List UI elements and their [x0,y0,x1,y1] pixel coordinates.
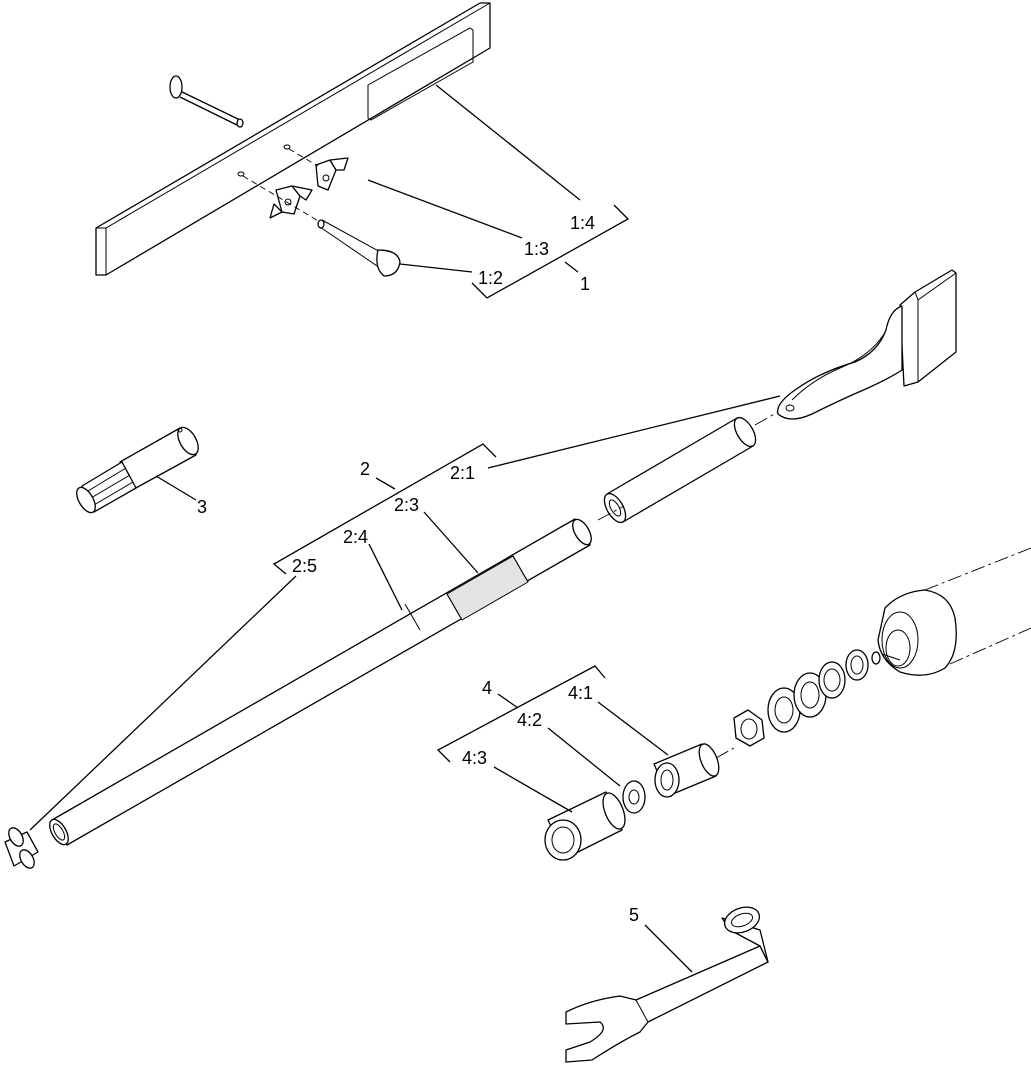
callout-2: 2 [360,459,370,479]
assembly-2-handle-group [4,269,957,869]
callout-1-4: 1:4 [570,213,595,233]
leader-5 [644,924,693,973]
part-4-2-washer [622,780,646,814]
callout-2-5: 2:5 [292,556,317,576]
bracket-4 [436,665,606,763]
part-4-1-bushing [653,743,720,798]
bracket-1 [471,204,630,299]
part-2-1-grip-handle [776,269,957,420]
callout-1-2: 1:2 [478,268,503,288]
assembly-4-bushing-group [544,547,1031,861]
seal-ring [845,649,869,681]
leader-2-5 [29,575,297,831]
hex-nut [733,709,765,747]
part-1-3-wing-nut-upper [315,157,349,191]
leader-2-3 [423,511,479,574]
leader-4-1 [597,701,669,756]
callout-4-1: 4:1 [568,683,593,703]
callout-4-2: 4:2 [517,710,542,730]
callout-2-1: 2:1 [450,463,475,483]
callout-4-3: 4:3 [462,748,487,768]
bracket-2 [272,443,497,575]
callout-labels: 1 1:2 1:3 1:4 2 2:1 2:3 2:4 2:5 3 4 4:1 … [197,213,639,925]
leader-4-2 [547,727,621,787]
leader-4 [497,693,519,709]
callout-5: 5 [629,905,639,925]
assembly-1-board-group [95,2,491,277]
leader-3 [155,475,197,501]
part-1-3-wing-nut-lower [269,185,313,219]
part-5-fork-wrench [565,906,769,1063]
leader-2 [375,477,396,490]
leader-1-3 [367,179,523,239]
part-1-4-board [95,2,491,276]
callout-4: 4 [482,678,492,698]
part-1-2-pin-rear [169,75,244,128]
part-4-3-spacer-sleeve [544,791,626,861]
leader-1-4 [435,84,581,201]
small-washer [871,651,881,665]
leader-lines [29,84,781,973]
callout-2-3: 2:3 [394,495,419,515]
leader-1 [564,261,579,273]
callout-1-3: 1:3 [524,239,549,259]
callout-2-4: 2:4 [343,527,368,547]
callout-3: 3 [197,497,207,517]
part-3-spline-adapter [76,426,199,514]
leader-4-3 [493,766,573,813]
part-2-1-upper-tube [603,416,757,524]
part-2-4-main-tube [49,518,592,846]
housing [877,547,1031,676]
leader-2-4 [368,543,403,611]
callout-1: 1 [580,274,590,294]
part-1-2-pin-front [317,219,401,277]
bearing-washer-3 [818,661,846,699]
leader-2-1 [487,395,781,469]
part-2-5-end-cap [4,827,39,869]
leader-1-2 [399,263,473,273]
